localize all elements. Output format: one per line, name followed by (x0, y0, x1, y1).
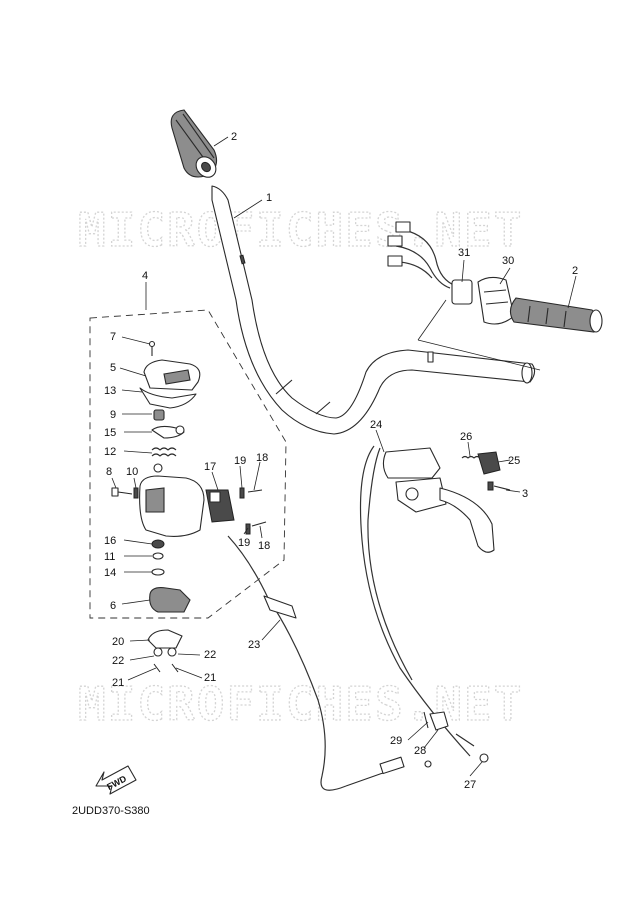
callout-24: 24 (370, 419, 382, 431)
callout-20: 20 (112, 636, 124, 648)
bracket-parts (147, 629, 183, 673)
callout-2-right: 2 (572, 265, 578, 277)
callout-26: 26 (460, 431, 472, 443)
handlebar (211, 185, 536, 435)
callout-3: 3 (522, 488, 528, 500)
callout-27: 27 (464, 779, 476, 791)
drawing-code: 2UDD370-S380 (72, 805, 150, 817)
callout-2-left: 2 (231, 131, 237, 143)
callout-8: 8 (106, 466, 112, 478)
callout-5: 5 (110, 362, 116, 374)
left-switch-parts (111, 340, 267, 613)
callout-12: 12 (104, 446, 116, 458)
callout-22-right: 22 (204, 649, 216, 661)
callout-18-top: 18 (256, 452, 268, 464)
callout-10: 10 (126, 466, 138, 478)
throttle-cable (227, 535, 432, 791)
callout-6: 6 (110, 600, 116, 612)
callout-4: 4 (142, 270, 148, 282)
watermark-bottom: MICROFICHES.NET (78, 677, 523, 731)
callout-23: 23 (248, 639, 260, 651)
right-grip (509, 297, 603, 333)
callout-31: 31 (458, 247, 470, 259)
callout-30: 30 (502, 255, 514, 267)
watermark-top: MICROFICHES.NET (78, 203, 523, 257)
callout-21-left: 21 (112, 677, 124, 689)
callout-17: 17 (204, 461, 216, 473)
callout-25: 25 (508, 455, 520, 467)
brake-master-cylinder (382, 447, 511, 553)
fwd-arrow-icon: FWD (95, 765, 137, 795)
callout-19-bottom: 19 (238, 537, 250, 549)
callout-11: 11 (104, 551, 115, 563)
callout-9: 9 (110, 409, 116, 421)
callout-15: 15 (104, 427, 116, 439)
callout-16: 16 (104, 535, 116, 547)
callout-21-right: 21 (204, 672, 216, 684)
callout-13: 13 (104, 385, 116, 397)
leader-lines (111, 136, 577, 777)
callout-19-top: 19 (234, 455, 246, 467)
callout-22-left: 22 (112, 655, 124, 667)
callout-1: 1 (266, 192, 272, 204)
left-grip (170, 109, 218, 178)
lever-cable (359, 445, 489, 763)
callout-7: 7 (110, 331, 116, 343)
callout-18-bottom: 18 (258, 540, 270, 552)
assembly-4-boundary (89, 309, 287, 619)
callout-29: 29 (390, 735, 402, 747)
callout-28: 28 (414, 745, 426, 757)
callout-numbers: 1 2 2 3 4 5 6 7 8 9 10 11 12 13 14 15 16… (104, 131, 578, 791)
right-switch-assembly (387, 221, 541, 371)
callout-14: 14 (104, 567, 116, 579)
